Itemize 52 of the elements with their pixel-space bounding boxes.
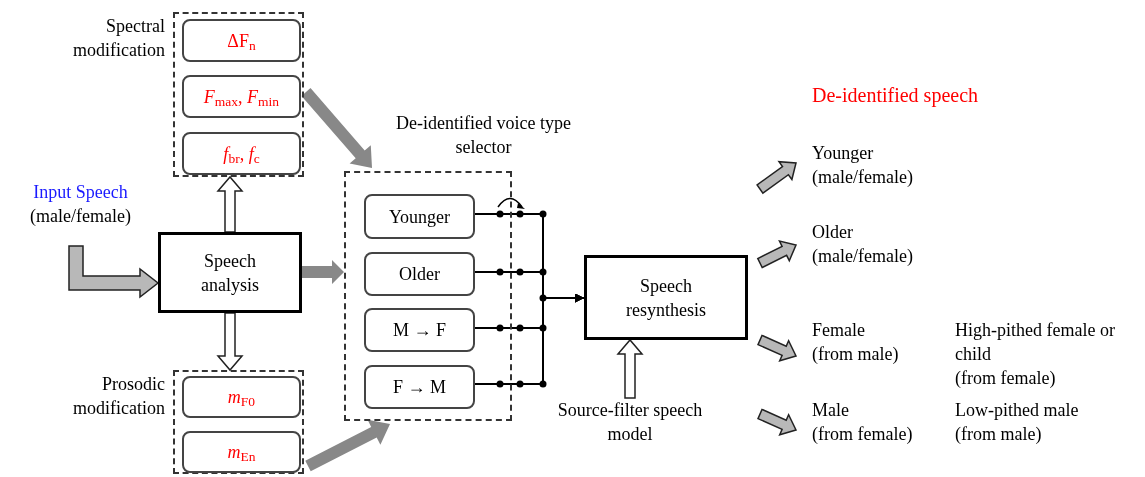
block-arrow [756,239,798,269]
group-heading: De-identified voice type selector [396,112,571,159]
node-text: Female [812,319,865,342]
rounded-box [364,252,475,296]
output-heading: De-identified speech [812,83,979,108]
box-text: Speech analysis [200,249,260,297]
box-text: M → F [393,319,446,342]
process-box [584,255,748,340]
box-text: ΔF$_{n}$ [227,29,256,53]
node-text: (male/female) [812,245,913,268]
side-note: High-pithed female or child [955,319,1116,366]
group-heading: Spectral modification [72,15,165,62]
rounded-box [182,75,301,118]
node-text: Male [812,399,849,422]
box-text: F$_{max}$, F$_{min}$ [203,85,280,109]
box-text: f$_{br}$, f$_{c}$ [223,142,260,166]
box-text: F → M [393,376,446,399]
box-text: m$_{F0}$ [227,386,256,409]
side-note: (from female) [955,367,1057,390]
rounded-box [182,132,301,175]
rounded-box [364,194,475,239]
process-box [158,232,302,313]
block-arrow [757,408,798,436]
block-arrow [756,160,797,195]
block-arrow [68,245,160,299]
block-arrow [616,338,644,399]
box-text: Older [399,263,440,286]
node-text: (male/female) [30,205,131,228]
box-text: Speech resynthesis [625,274,707,322]
box-text: m$_{En}$ [227,441,256,464]
node-text: Older [812,221,853,244]
node-text: Input Speech [33,181,128,204]
rounded-box [364,308,475,352]
rounded-box [182,376,301,418]
node-text: (from male) [812,343,899,366]
block-arrow [305,419,390,472]
node-text: (from female) [812,423,913,446]
block-arrow [216,312,244,372]
side-note: (from male) [955,423,1043,446]
block-arrow [302,260,344,284]
node-text: (male/female) [812,166,913,189]
rounded-box [364,365,475,409]
box-text: Younger [388,205,451,229]
node-text: Source-filter speech model [556,399,704,446]
side-note: Low-pithed male [955,399,1080,422]
rounded-box [182,431,301,473]
group-heading: Prosodic modification [72,373,165,420]
block-arrow [216,175,244,233]
node-text: Younger [812,142,874,165]
rounded-box [182,19,301,62]
block-arrow [757,334,798,362]
block-arrow [301,88,372,168]
